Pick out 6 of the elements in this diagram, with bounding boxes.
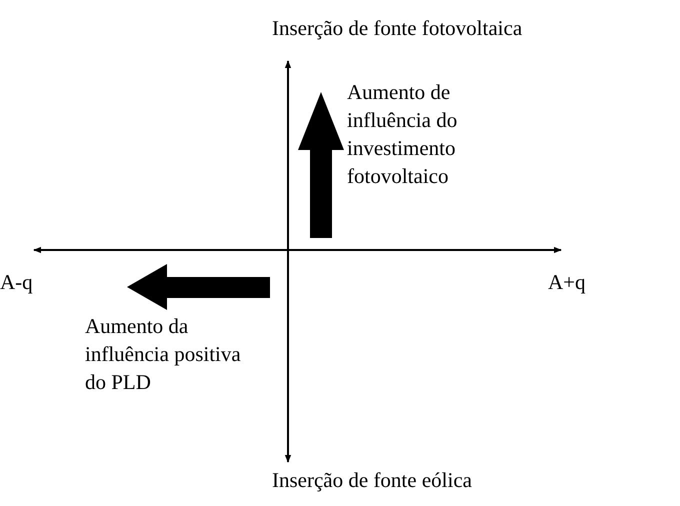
axis-label: Inserção de fonte eólica [272,467,473,494]
axis-label: Inserção de fonte fotovoltaica [272,15,524,42]
axis-label: A+q [548,269,587,296]
axis-label: Aumento de influência do investimento fotovoltaico [347,79,458,190]
axis-label: A-q [0,269,34,296]
axis-label: Aumento da influência positiva do PLD [85,313,242,396]
